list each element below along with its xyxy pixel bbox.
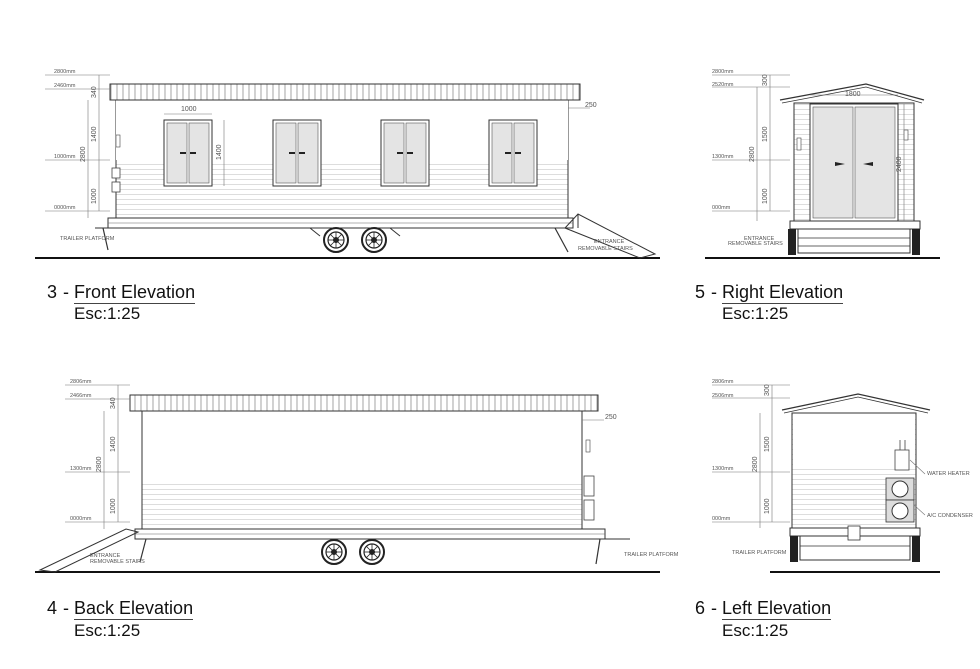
level-floor-label: 000mm xyxy=(712,205,731,211)
view-title: Right Elevation xyxy=(722,282,844,304)
dim-window-width: 1000 xyxy=(181,106,197,113)
removable-stairs xyxy=(797,228,911,254)
window xyxy=(163,119,213,187)
window xyxy=(380,119,430,187)
dim-lower: 1000 xyxy=(110,498,117,514)
view-scale: Esc:1:25 xyxy=(722,304,789,323)
back-elevation xyxy=(35,384,660,573)
level-eave-label: 2460mm xyxy=(54,83,76,89)
roof xyxy=(781,393,931,411)
dim-lower: 1000 xyxy=(91,188,98,204)
left-elevation xyxy=(712,384,940,573)
dim-overhang: 250 xyxy=(605,414,617,421)
view-number: 4 xyxy=(47,598,58,618)
view-scale: Esc:1:25 xyxy=(74,304,141,323)
right-elevation xyxy=(705,74,940,259)
level-window-label: 1300mm xyxy=(70,466,92,472)
level-top-label: 2800mm xyxy=(712,69,734,75)
water-heater xyxy=(894,449,910,471)
trailer-platform-label: TRAILER PLATFORM xyxy=(60,236,115,242)
dim-upper: 1500 xyxy=(762,126,769,142)
dim-total: 2800 xyxy=(752,456,759,472)
level-floor-label: 0000mm xyxy=(70,516,92,522)
removable-stairs-label: REMOVABLE STAIRS xyxy=(90,559,145,565)
view-scale: Esc:1:25 xyxy=(722,621,789,640)
wheel xyxy=(359,539,385,565)
view-title: Front Elevation xyxy=(74,282,196,304)
view-number: 3 xyxy=(47,282,58,302)
level-window-label: 1000mm xyxy=(54,154,76,160)
dim-roof: 300 xyxy=(762,74,769,86)
dim-upper: 1400 xyxy=(110,436,117,452)
dim-window-height: 1400 xyxy=(216,144,223,160)
removable-stairs-label: REMOVABLE STAIRS xyxy=(578,246,633,252)
level-window-label: 1300mm xyxy=(712,154,734,160)
dim-roof: 340 xyxy=(91,86,98,98)
water-heater-label: WATER HEATER xyxy=(927,471,970,477)
level-eave-label: 2466mm xyxy=(70,393,92,399)
entrance-label: ENTRANCE xyxy=(90,553,121,559)
wheel xyxy=(361,227,387,253)
level-eave-label: 2506mm xyxy=(712,393,734,399)
removable-stairs-label: REMOVABLE STAIRS xyxy=(728,241,783,247)
dim-roof: 300 xyxy=(764,384,771,396)
ac-condenser-label: A/C CONDENSER xyxy=(927,513,973,519)
dim-lower: 1000 xyxy=(762,188,769,204)
level-eave-label: 2520mm xyxy=(712,82,734,88)
view-scale: Esc:1:25 xyxy=(74,621,141,640)
level-top-label: 2806mm xyxy=(70,379,92,385)
dim-total: 2800 xyxy=(96,456,103,472)
window xyxy=(272,119,322,187)
level-window-label: 1300mm xyxy=(712,466,734,472)
front-elevation xyxy=(35,74,660,259)
removable-stairs xyxy=(564,213,657,259)
trailer-platform-label: TRAILER PLATFORM xyxy=(732,550,787,556)
dim-upper: 1400 xyxy=(91,126,98,142)
dim-total: 2800 xyxy=(749,146,756,162)
wheel xyxy=(323,227,349,253)
removable-stairs xyxy=(38,528,140,573)
roof xyxy=(779,83,925,101)
window xyxy=(488,119,538,187)
dim-overhang: 250 xyxy=(585,102,597,109)
level-top-label: 2806mm xyxy=(712,379,734,385)
dim-door-width: 1800 xyxy=(845,91,861,98)
dim-total: 2800 xyxy=(80,146,87,162)
roof xyxy=(109,83,581,101)
entrance-label: ENTRANCE xyxy=(744,236,775,242)
dim-roof: 340 xyxy=(110,397,117,409)
level-floor-label: 000mm xyxy=(712,516,731,522)
view-title: Back Elevation xyxy=(74,598,194,620)
view-caption-back: 4- Back Elevation xyxy=(47,598,194,620)
level-floor-label: 0000mm xyxy=(54,205,76,211)
dim-door-height: 2400 xyxy=(896,156,903,172)
view-caption-right: 5- Right Elevation xyxy=(695,282,844,304)
view-number: 5 xyxy=(695,282,706,302)
dim-upper: 1500 xyxy=(764,436,771,452)
trailer-platform-label: TRAILER PLATFORM xyxy=(624,552,679,558)
entrance-label: ENTRANCE xyxy=(594,239,625,245)
dim-lower: 1000 xyxy=(764,498,771,514)
view-title: Left Elevation xyxy=(722,598,832,620)
wheel xyxy=(321,539,347,565)
view-caption-left: 6- Left Elevation xyxy=(695,598,832,620)
view-caption-front: 3- Front Elevation xyxy=(47,282,196,304)
roof xyxy=(129,394,599,412)
level-top-label: 2800mm xyxy=(54,69,76,75)
view-number: 6 xyxy=(695,598,706,618)
